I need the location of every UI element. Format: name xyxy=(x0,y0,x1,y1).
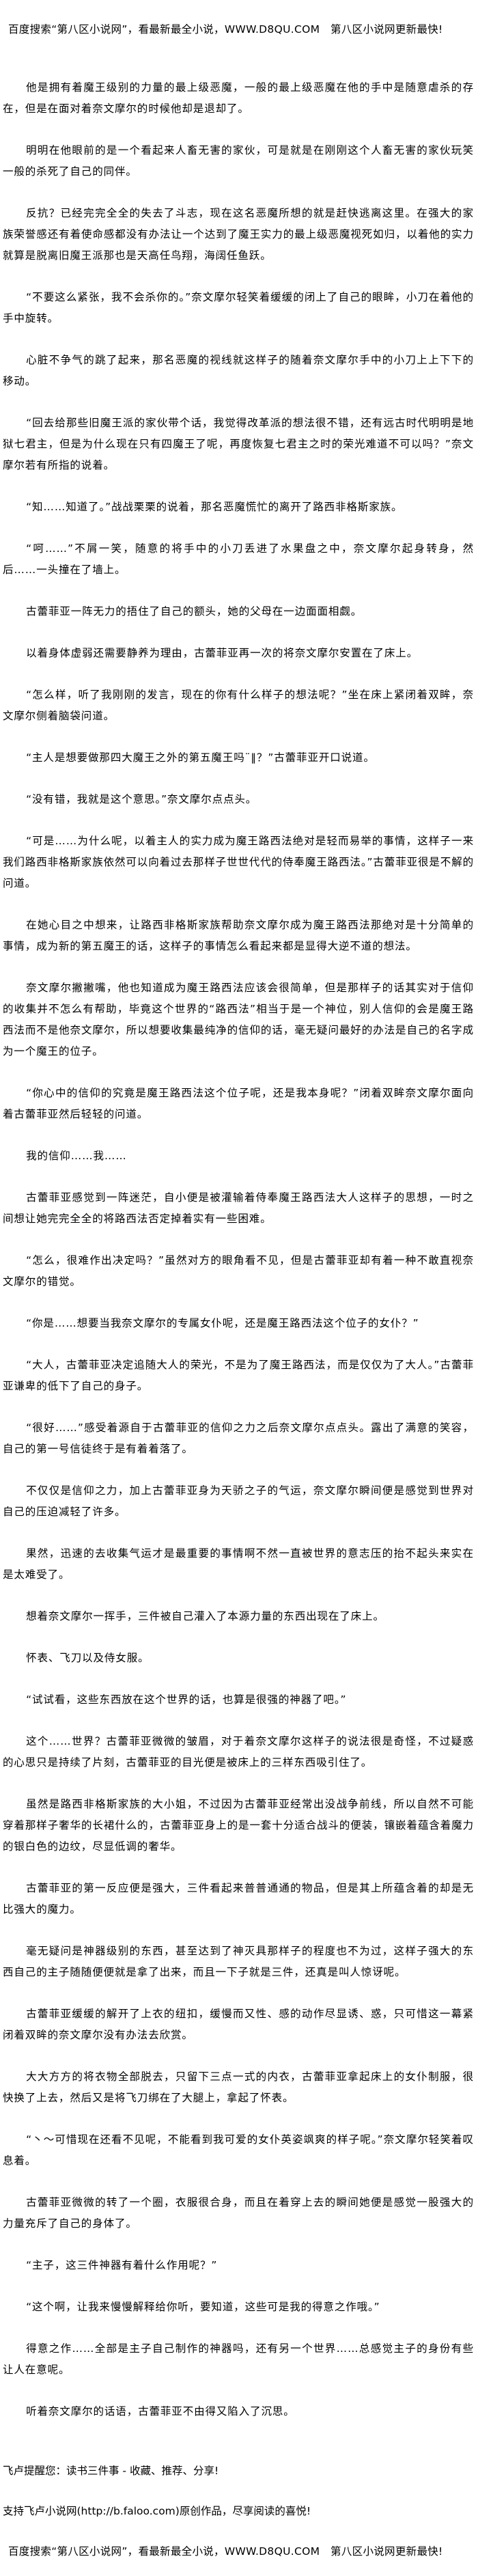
paragraph: 以着身体虚弱还需要静养为理由，古蕾菲亚再一次的将奈文摩尔安置在了床上。 xyxy=(26,647,419,659)
footer: 飞卢提醒您：读书三件事 - 收藏、推荐、分享! 支持飞卢小说网(http://b… xyxy=(3,2461,474,2562)
paragraph: “可是……为什么呢，以着主人的实力成为魔王路西法绝对是轻而易举的事情，这样子一来… xyxy=(3,835,474,889)
paragraph: “主子，这三件神器有着什么作用呢？” xyxy=(26,2259,218,2271)
paragraph: 明明在他眼前的是一个看起来人畜无害的家伙，可是就是在刚刚这个人畜无害的家伙玩笑一… xyxy=(3,144,474,178)
paragraph: 古蕾菲亚微微的转了一个圈，衣服很合身，而且在着穿上去的瞬间她便是感觉一股强大的力… xyxy=(3,2196,474,2230)
paragraph: “丶～可惜现在还看不见呢，不能看到我可爱的女仆英姿飒爽的样子呢。”奈文摩尔轻笑着… xyxy=(3,2133,474,2167)
paragraph: 反抗？已经完完全全的失去了斗志，现在这名恶魔所想的就是赶快逃离这里。在强大的家族… xyxy=(3,207,474,262)
paragraph: 大大方方的将衣物全部脱去，只留下三点一式的内衣，古蕾菲亚拿起床上的女仆制服，很快… xyxy=(3,2071,474,2104)
footer-reminder: 飞卢提醒您：读书三件事 - 收藏、推荐、分享! xyxy=(3,2465,219,2477)
paragraph: 怀表、飞刀以及侍女服。 xyxy=(26,1652,150,1664)
paragraph: “不要这么紧张，我不会杀你的。”奈文摩尔轻笑着缓缓的闭上了自己的眼眸，小刀在着他… xyxy=(3,291,474,324)
paragraph: 不仅仅是信仰之力，加上古蕾菲亚身为天骄之子的气运，奈文摩尔瞬间便是感觉到世界对自… xyxy=(3,1484,474,1518)
paragraph: “没有错，我就是这个意思。”奈文摩尔点点头。 xyxy=(26,793,257,805)
paragraph: “这个啊，让我来慢慢解释给你听，要知道，这些可是我的得意之作哦。” xyxy=(26,2301,380,2313)
paragraph: 古蕾菲亚一阵无力的捂住了自己的额头，她的父母在一边面面相觑。 xyxy=(26,605,363,618)
paragraph: 听着奈文摩尔的话语，古蕾菲亚不由得又陷入了沉思。 xyxy=(26,2405,295,2418)
paragraph: “呵……”不屑一笑，随意的将手中的小刀丢进了水果盘之中，奈文摩尔起身转身，然后…… xyxy=(3,542,474,576)
paragraph: “怎么样，听了我刚刚的发言，现在的你有什么样子的想法呢？”坐在床上紧闭着双眸，奈… xyxy=(3,689,474,722)
paragraph: “很好……”感受着源自于古蕾菲亚的信仰之力之后奈文摩尔点点头。露出了满意的笑容，… xyxy=(3,1422,474,1455)
paragraph: “大人，古蕾菲亚决定追随大人的荣光，不是为了魔王路西法，而是仅仅为了大人。”古蕾… xyxy=(3,1359,474,1392)
paragraph: 古蕾菲亚的第一反应便是强大，三件看起来普普通通的物品，但是其上所蕴含着的却是无比… xyxy=(3,1882,474,1915)
paragraph: 果然，迅速的去收集气运才是最重要的事情啊不然一直被世界的意志压的抬不起头来实在是… xyxy=(3,1547,474,1581)
paragraph: 他是拥有着魔王级别的力量的最上级恶魔，一般的最上级恶魔在他的手中是随意虐杀的存在… xyxy=(3,81,474,115)
paragraph: 虽然是路西非格斯家族的大小姐，不过因为古蕾菲亚经常出没战争前线，所以自然不可能穿… xyxy=(3,1798,474,1853)
header-banner: 百度搜索“第八区小说网”，看最新最全小说，WWW.D8QU.COM 第八区小说网… xyxy=(8,23,443,36)
paragraph: 在她心目之中想来，让路西非格斯家族帮助奈文摩尔成为魔王路西法那绝对是十分简单的事… xyxy=(3,919,474,952)
paragraph: “怎么，很难作出决定吗？”虽然对方的眼角看不见，但是古蕾菲亚却有着一种不敢直视奈… xyxy=(3,1254,474,1288)
paragraph: 这个……世界？古蕾菲亚微微的皱眉，对于着奈文摩尔这样子的说法很是奇怪，不过疑惑的… xyxy=(3,1735,474,1769)
paragraph: “试试看，这些东西放在这个世界的话，也算是很强的神器了吧。” xyxy=(26,1693,347,1706)
paragraph: “回去给那些旧魔王派的家伙带个话，我觉得改革派的想法很不错，还有远古时代明明是地… xyxy=(3,417,474,471)
footer-banner: 百度搜索“第八区小说网”，看最新最全小说，WWW.D8QU.COM 第八区小说网… xyxy=(8,2545,443,2558)
paragraph: “主人是想要做那四大魔王之外的第五魔王吗¨‖？”古蕾菲亚开口说道。 xyxy=(26,751,375,764)
paragraph: “你心中的信仰的究竟是魔王路西法这个位子呢，还是我本身呢？”闭着双眸奈文摩尔面向… xyxy=(3,1087,474,1120)
paragraph: 得意之作……全部是主子自己制作的神器吗，还有另一个世界……总感觉主子的身份有些让… xyxy=(3,2342,474,2376)
paragraph: 我的信仰……我…… xyxy=(26,1150,127,1162)
paragraph: “你是……想要当我奈文摩尔的专属女仆呢，还是魔王路西法这个位子的女仆？” xyxy=(26,1317,419,1329)
paragraph: 奈文摩尔撇撇嘴，他也知道成为魔王路西法应该会很简单，但是那样子的话其实对于信仰的… xyxy=(3,982,474,1057)
chapter-content: 他是拥有着魔王级别的力量的最上级恶魔，一般的最上级恶魔在他的手中是随意虐杀的存在… xyxy=(3,77,474,2422)
paragraph: “知……知道了。”战战栗栗的说着，那名恶魔慌忙的离开了路西非格斯家族。 xyxy=(26,501,403,513)
paragraph: 古蕾菲亚感觉到一阵迷茫，自小便是被灌输着侍奉魔王路西法大人这样子的思想，一时之间… xyxy=(3,1191,474,1225)
footer-support-link[interactable]: 支持飞卢小说网(http://b.faloo.com)原创作品，尽享阅读的喜悦! xyxy=(3,2505,311,2517)
paragraph: 心脏不争气的跳了起来，那名恶魔的视线就这样子的随着奈文摩尔手中的小刀上上下下的移… xyxy=(3,354,474,387)
paragraph: 毫无疑问是神器级别的东西，甚至达到了神灭具那样子的程度也不为过，这样子强大的东西… xyxy=(3,1945,474,1978)
paragraph: 古蕾菲亚缓缓的解开了上衣的纽扣，缓慢而又性、感的动作尽显诱、惑，只可惜这一幕紧闭… xyxy=(3,2008,474,2041)
paragraph: 想着奈文摩尔一挥手，三件被自己灌入了本源力量的东西出现在了床上。 xyxy=(26,1610,384,1622)
